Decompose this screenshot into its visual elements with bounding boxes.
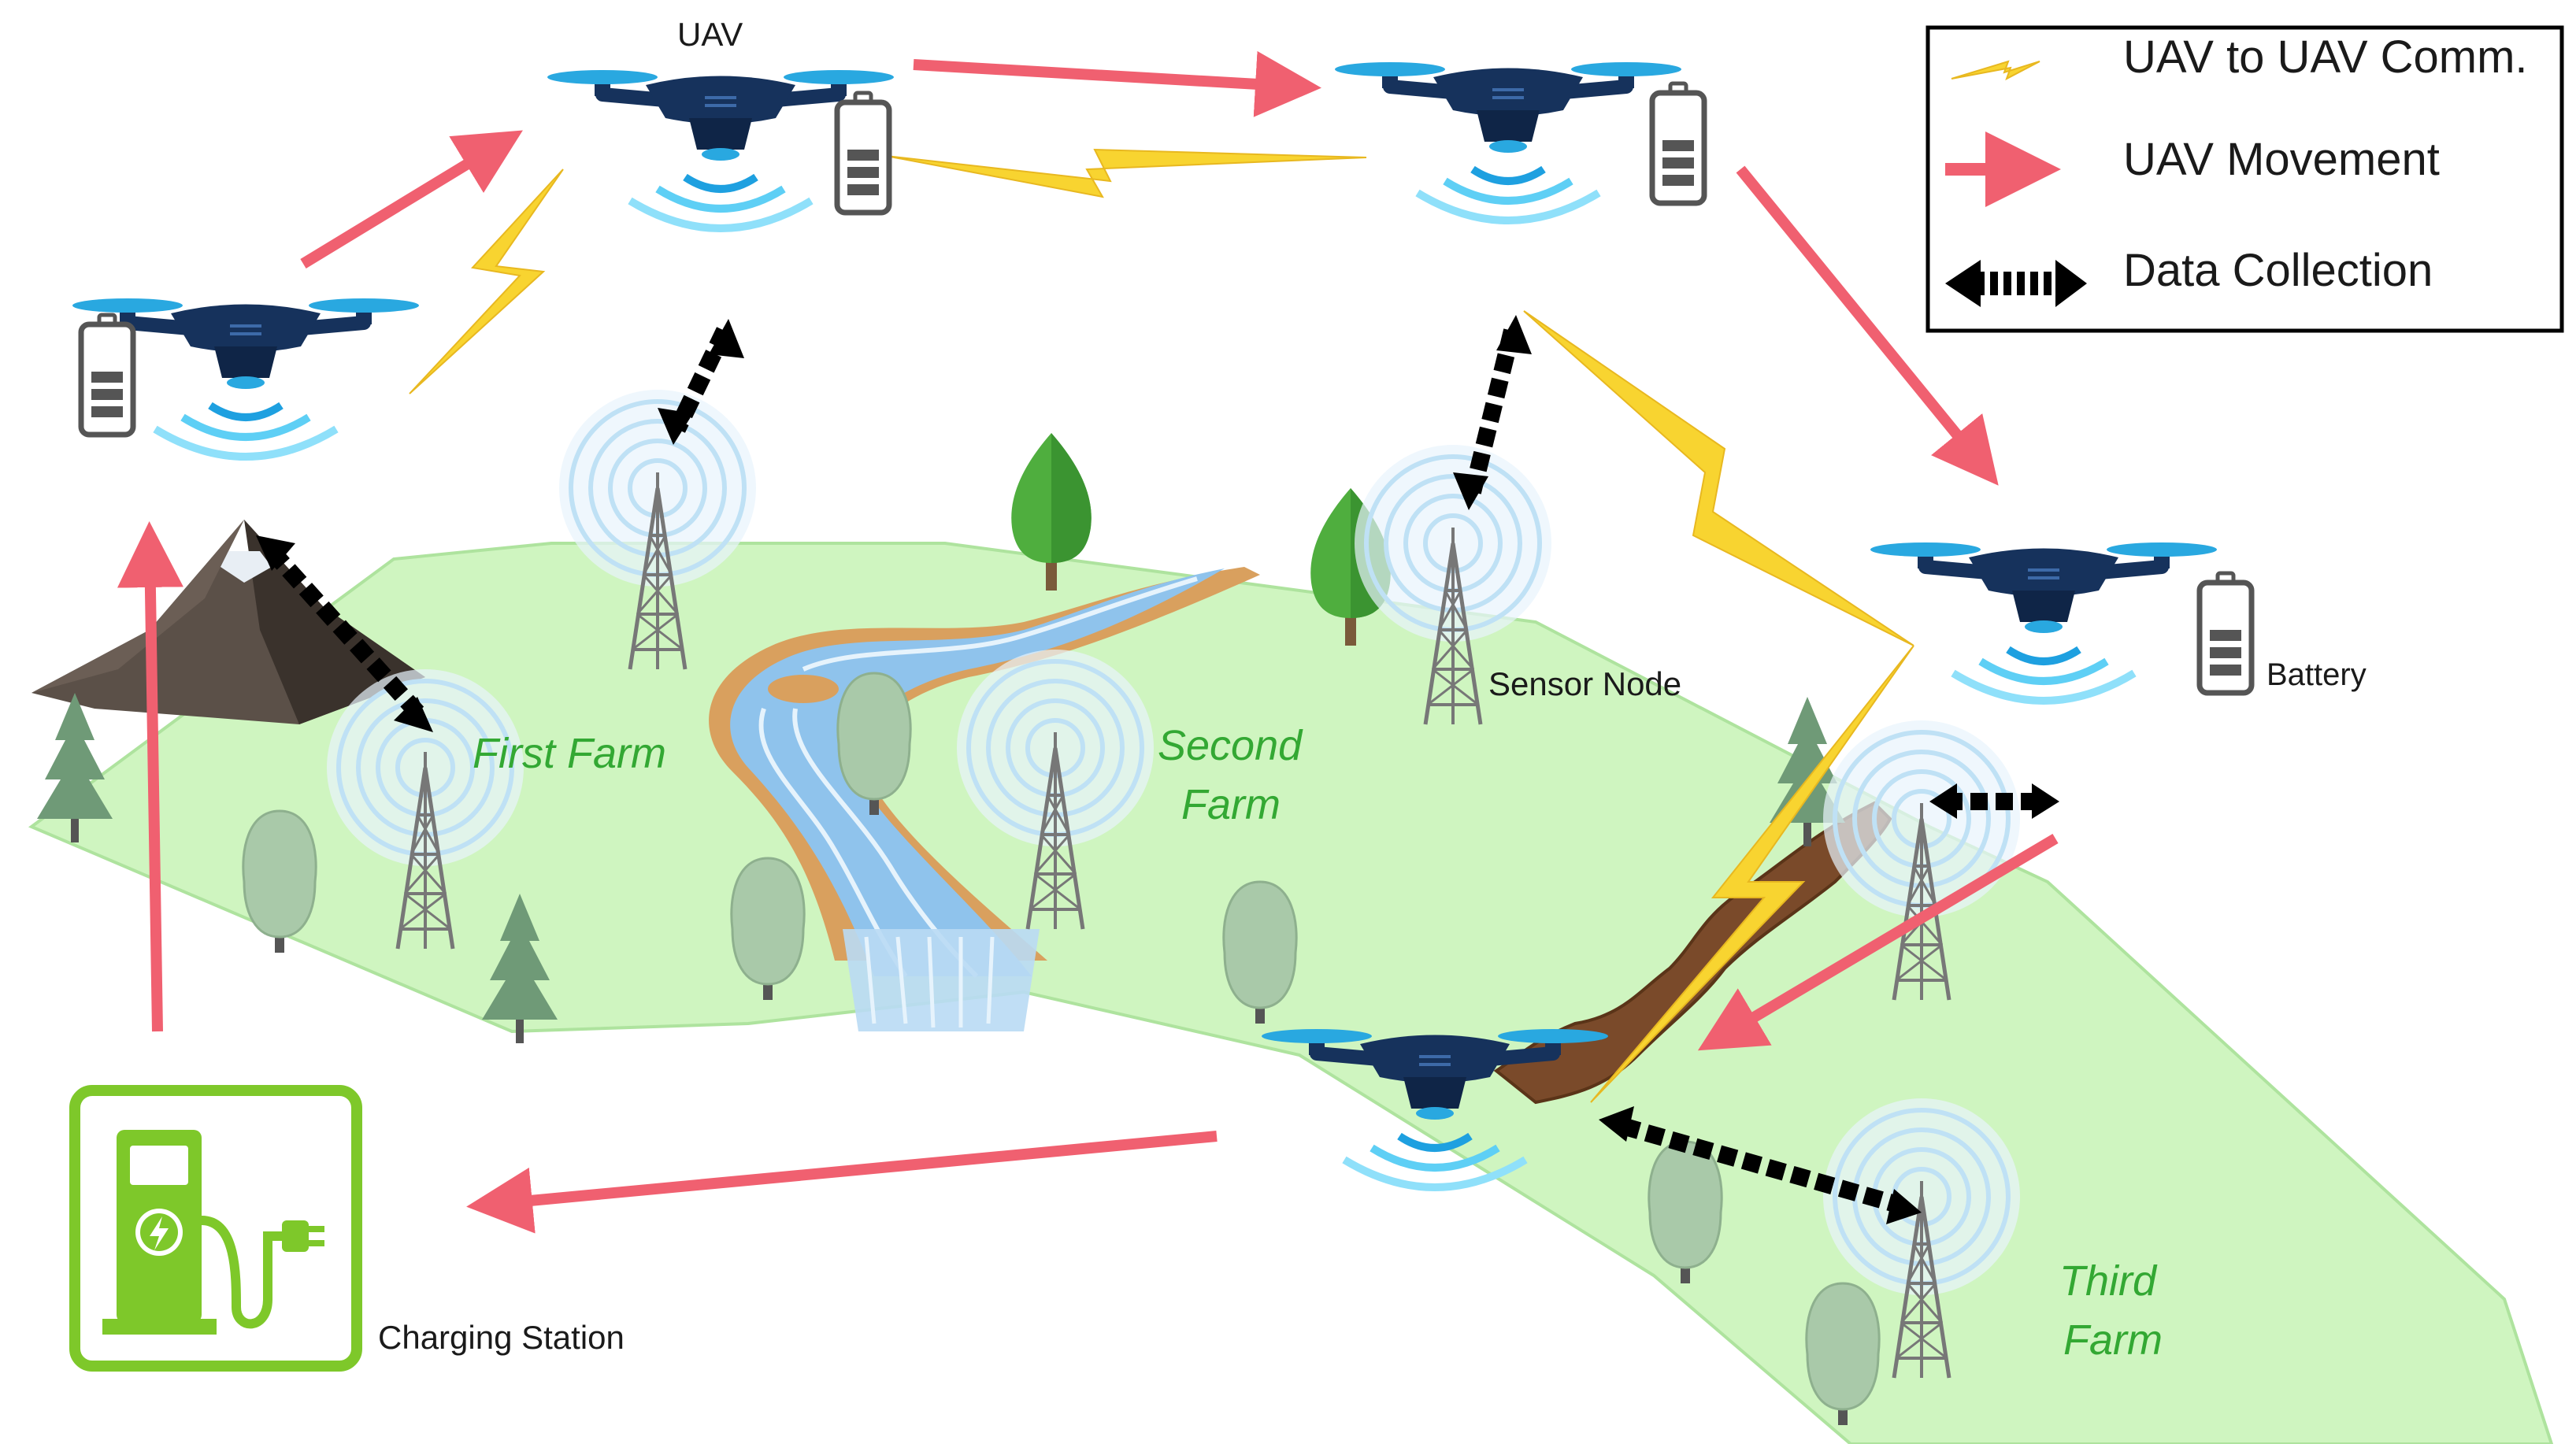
battery-label: Battery [2267, 657, 2367, 692]
legend: UAV to UAV Comm. UAV Movement Data Colle… [1926, 25, 2564, 333]
comm-lightning [409, 148, 1914, 1103]
river [709, 567, 1260, 1031]
charging-station-icon [69, 1085, 362, 1372]
second-farm-label-line1: Second [1158, 722, 1303, 769]
uav-label: UAV [677, 16, 743, 53]
movement-arrows [117, 50, 2059, 1234]
canyon [1493, 801, 1892, 1105]
legend-comm-icon [1951, 60, 2040, 81]
uav-top-right [1335, 62, 1681, 220]
sensor-node-label: Sensor Node [1488, 665, 1681, 702]
second-farm-label-line2: Farm [1181, 781, 1281, 828]
battery-icon [1652, 83, 1704, 203]
battery-icon [837, 93, 889, 213]
battery-icon [2200, 573, 2252, 693]
charging-station-label: Charging Station [378, 1319, 625, 1356]
uav-right [1870, 542, 2217, 701]
third-farm-label-line2: Farm [2063, 1316, 2163, 1364]
legend-data-icon [1945, 260, 2087, 307]
legend-movement-label: UAV Movement [2123, 134, 2440, 185]
first-farm-label: First Farm [473, 730, 666, 777]
battery-icon [81, 315, 133, 435]
data-collection-arrowheads [256, 315, 2059, 1224]
legend-comm-label: UAV to UAV Comm. [2123, 31, 2528, 83]
legend-data-label: Data Collection [2123, 245, 2433, 296]
third-farm-label-line1: Third [2059, 1257, 2158, 1305]
